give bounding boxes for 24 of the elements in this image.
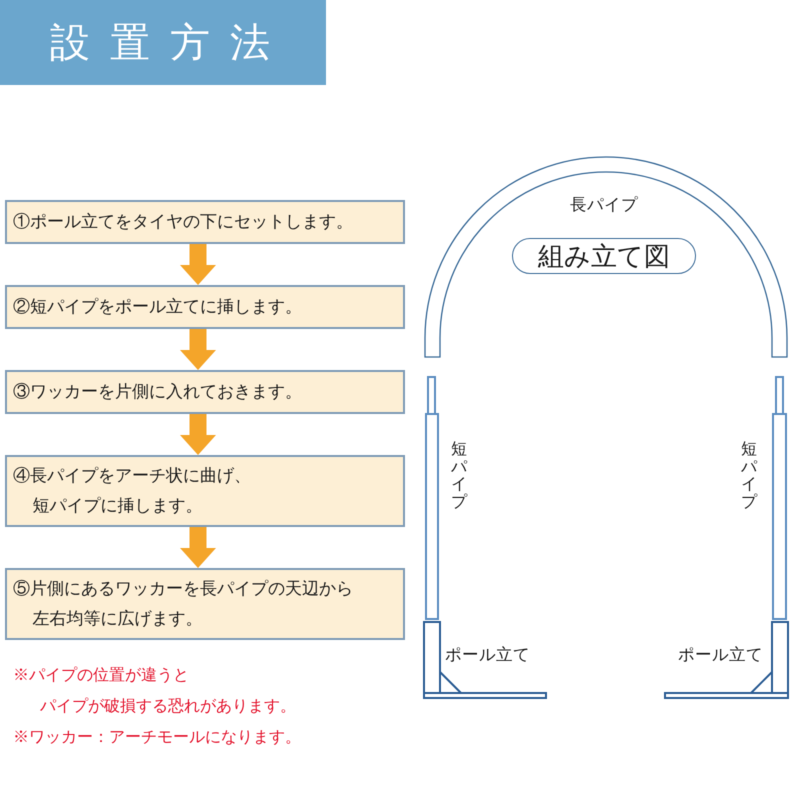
part-label: 長パイプ	[570, 195, 638, 215]
part-label: 短パイプ	[741, 441, 757, 512]
step-text: ③ワッカーを片側に入れておきます。	[13, 381, 303, 403]
step-text: ①ポール立てをタイヤの下にセットします。	[13, 211, 354, 233]
part-label: ポール立て	[678, 645, 763, 665]
step-box	[5, 200, 405, 244]
step-text: ④長パイプをアーチ状に曲げ、短パイプに挿します。	[13, 465, 252, 517]
step-text: ②短パイプをポール立てに挿します。	[13, 296, 303, 318]
step-box	[5, 370, 405, 414]
flow-arrow	[180, 414, 216, 455]
step-box	[5, 568, 405, 640]
warning-note: ※パイプの位置が違うとパイプが破損する恐れがあります。	[13, 666, 298, 717]
part-label: ポール立て	[445, 645, 530, 665]
part-label: 短パイプ	[451, 441, 467, 512]
pill-text: 組み立て図	[538, 243, 670, 269]
step-box	[5, 455, 405, 527]
page-title: 設置方法	[50, 22, 290, 62]
step-text: ⑤片側にあるワッカーを長パイプの天辺から左右均等に広げます。	[13, 578, 354, 630]
flow-arrow	[180, 244, 216, 285]
title-pill	[512, 238, 696, 274]
flow-arrow	[180, 329, 216, 370]
step-box	[5, 285, 405, 329]
warning-note: ※ワッカー：アーチモールになります。	[13, 728, 302, 748]
flow-arrow	[180, 527, 216, 568]
